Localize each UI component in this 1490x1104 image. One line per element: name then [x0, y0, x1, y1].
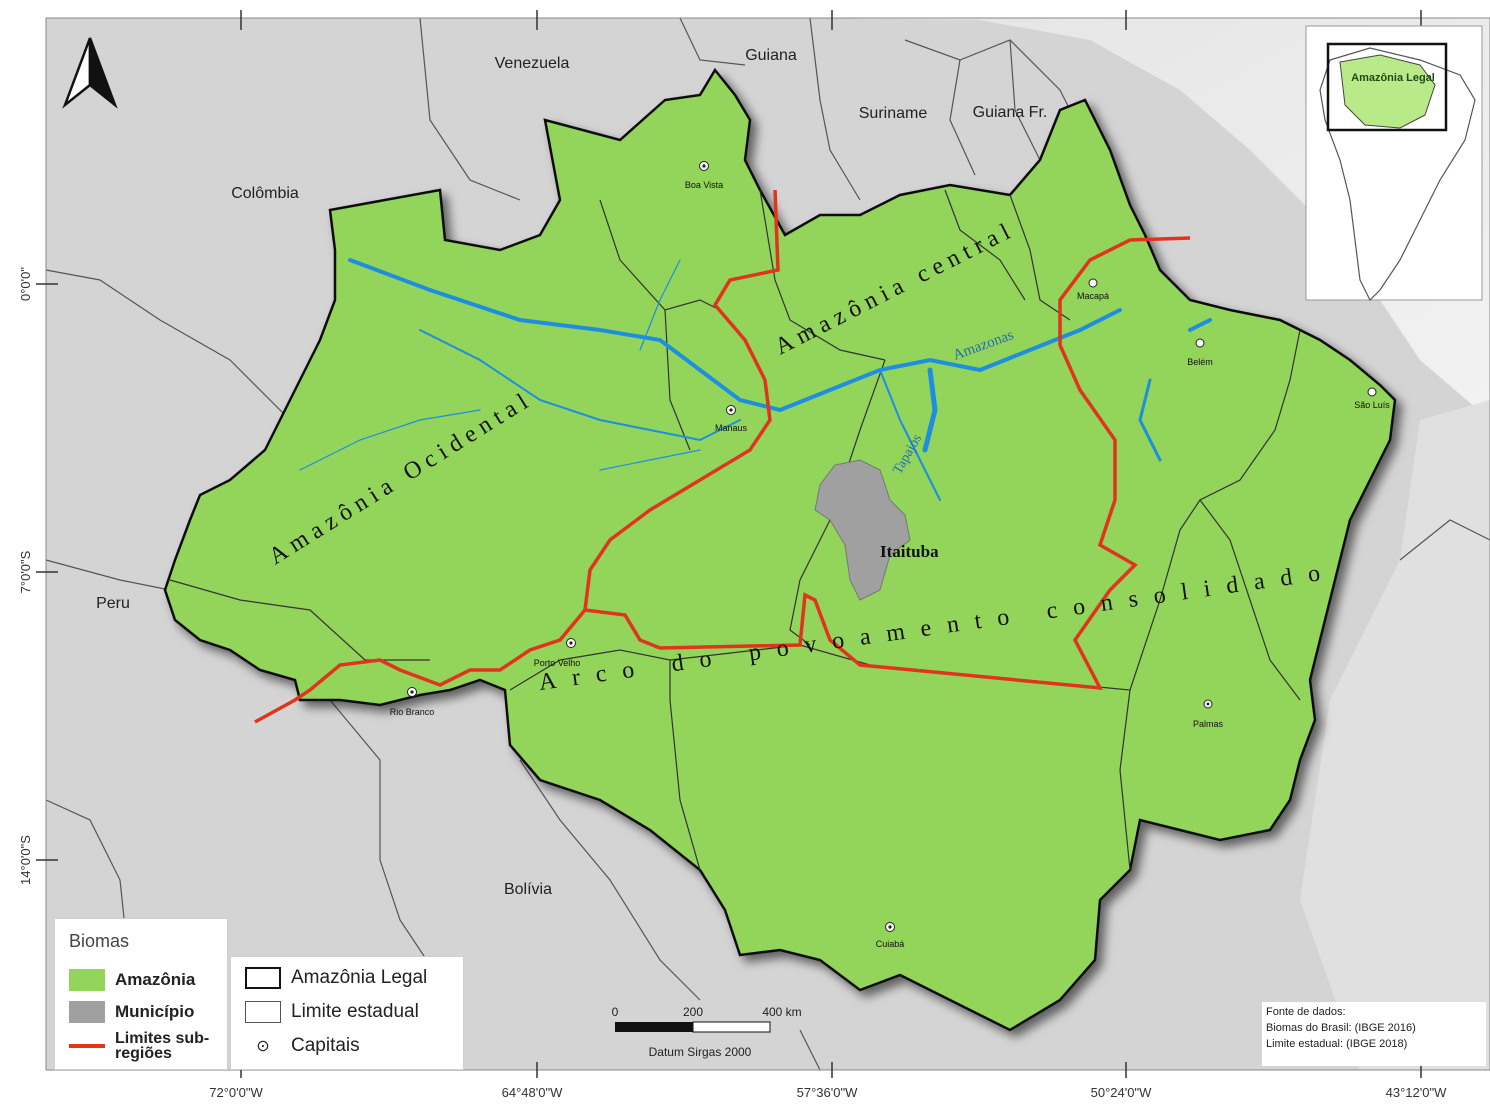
subregion-limits [254, 189, 1191, 724]
legend-boundaries: Amazônia Legal Limite estadual ⊙ Capitai… [230, 956, 464, 1070]
country-label-guiana: Guiana [745, 47, 797, 64]
ocean-east [1300, 400, 1490, 1070]
country-label-colombia: Colômbia [231, 185, 299, 202]
swatch-amazonia [69, 969, 105, 991]
capital-marker: Rio Branco [390, 687, 435, 717]
rivers [299, 258, 1212, 501]
datum-label: Datum Sirgas 2000 [649, 1045, 752, 1059]
country-label-suriname: Suriname [859, 105, 928, 122]
capital-symbol-icon: ⊙ [256, 1038, 270, 1055]
capital-label: Manaus [715, 423, 748, 433]
legend-biomas: Biomas Amazônia Município Limites sub-re… [54, 918, 228, 1070]
swatch-amazonia-legal [245, 967, 281, 989]
capital-marker: Boa Vista [685, 161, 723, 190]
legend-row-amazonia: Amazônia [69, 969, 195, 991]
capital-label: São Luís [1354, 400, 1390, 410]
capital-label: Cuiabá [876, 939, 905, 949]
legend-label-amazonia: Amazônia [115, 970, 196, 989]
swatch-limite-estadual [245, 1001, 281, 1023]
itaituba-label: Itaituba [880, 542, 939, 561]
capitals-layer: Boa Vista Manaus Macapá Belém São Luís P… [390, 161, 1390, 949]
country-label-guiana-fr: Guiana Fr. [973, 104, 1048, 121]
source-line-2: Limite estadual: (IBGE 2018) [1266, 1038, 1408, 1050]
inset-label: Amazônia Legal [1351, 72, 1435, 84]
x-tick-label: 50°24'0"W [1091, 1085, 1152, 1100]
capital-marker: Cuiabá [876, 922, 905, 949]
capital-label: Boa Vista [685, 180, 723, 190]
scale-bar: 0 200 400 km Datum Sirgas 2000 [612, 1005, 802, 1059]
legend-row-amazonia-legal: Amazônia Legal [245, 967, 427, 989]
y-tick-label: 7°0'0"S [18, 550, 33, 593]
capital-marker: Manaus [715, 405, 748, 433]
axis-labels: 72°0'0"W 64°48'0"W 57°36'0"W 50°24'0"W 4… [18, 267, 1447, 1100]
swatch-limites [69, 1044, 105, 1048]
source-title: Fonte de dados: [1266, 1006, 1346, 1018]
itaituba-municipality [814, 459, 911, 601]
scale-label: 400 km [762, 1005, 801, 1019]
capital-marker: Macapá [1077, 278, 1109, 301]
capital-label: Belém [1187, 357, 1213, 367]
legend-label-limite-estadual: Limite estadual [291, 1001, 419, 1022]
amazonia-legal-area [163, 67, 1397, 1032]
capital-marker: São Luís [1354, 387, 1390, 410]
capital-marker: Porto Velho [534, 638, 581, 668]
inset-map: Amazônia Legal [1305, 25, 1483, 302]
legend-title: Biomas [69, 931, 130, 951]
x-tick-label: 64°48'0"W [502, 1085, 563, 1100]
capital-label: Rio Branco [390, 707, 435, 717]
country-label-venezuela: Venezuela [495, 55, 570, 72]
x-tick-label: 57°36'0"W [797, 1085, 858, 1100]
map-frame [45, 17, 1490, 1071]
scale-label: 200 [683, 1005, 703, 1019]
country-label-bolivia: Bolívia [504, 881, 552, 898]
x-tick-label: 72°0'0"W [209, 1085, 263, 1100]
legend-row-capitais: ⊙ Capitais [245, 1035, 360, 1057]
capital-label: Porto Velho [534, 658, 581, 668]
legend-row-limites: Limites sub-regiões [69, 1030, 225, 1062]
legend-label-municipio: Município [115, 1002, 195, 1021]
north-arrow-icon [62, 37, 118, 109]
country-label-peru: Peru [96, 595, 130, 612]
swatch-municipio [69, 1001, 105, 1023]
capital-marker: Palmas [1193, 699, 1224, 729]
legend-row-municipio: Município [69, 1001, 194, 1023]
scale-label: 0 [612, 1005, 619, 1019]
y-tick-label: 0°0'0" [18, 267, 33, 301]
y-tick-label: 14°0'0"S [18, 835, 33, 885]
legend-label-capitais: Capitais [291, 1035, 360, 1056]
capital-label: Macapá [1077, 291, 1109, 301]
legend-label-amazonia-legal: Amazônia Legal [291, 967, 428, 988]
capital-label: Palmas [1193, 719, 1224, 729]
source-line-1: Biomas do Brasil: (IBGE 2016) [1266, 1022, 1416, 1034]
legend-row-limite-estadual: Limite estadual [245, 1001, 419, 1023]
x-tick-label: 43°12'0"W [1386, 1085, 1447, 1100]
source-box: Fonte de dados: Biomas do Brasil: (IBGE … [1262, 1002, 1486, 1066]
legend-label-limites: Limites sub-regiões [115, 1030, 210, 1062]
capital-marker: Belém [1187, 338, 1213, 367]
